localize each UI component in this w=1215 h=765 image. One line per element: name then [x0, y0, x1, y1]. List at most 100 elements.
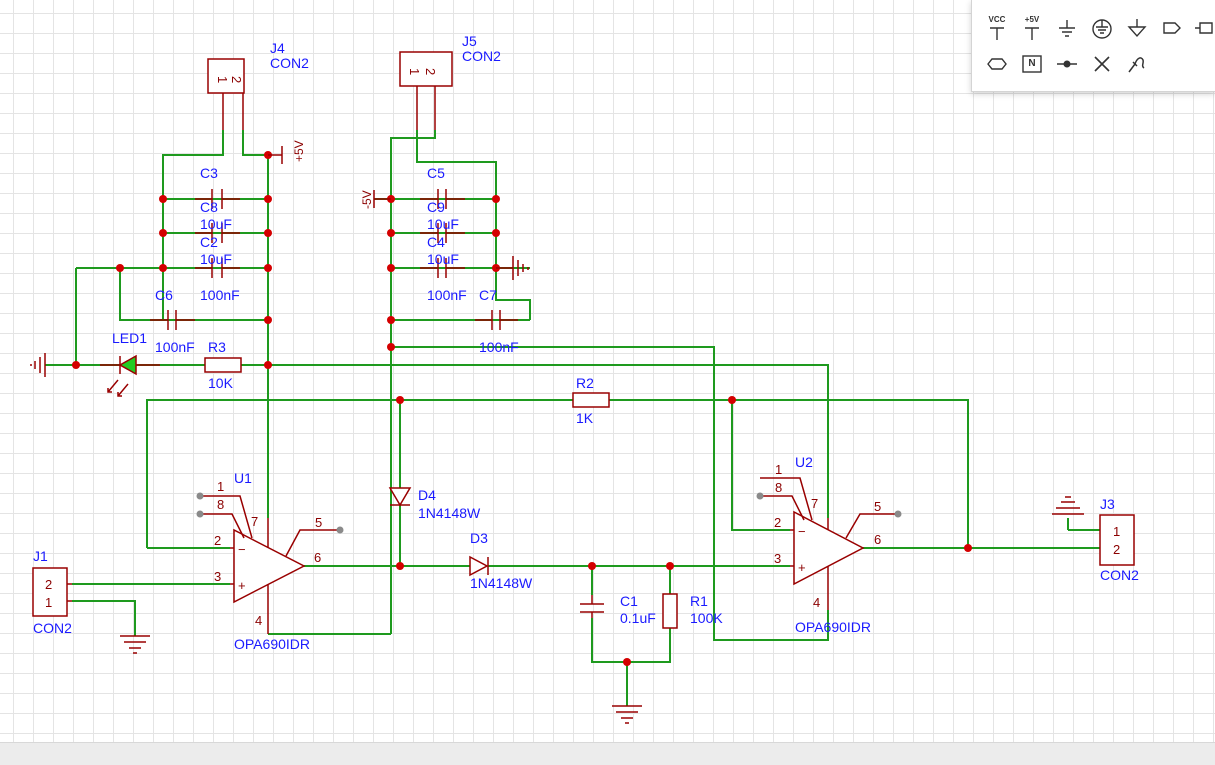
schematic-canvas[interactable]: 1 2 J4 CON2 +5V 1 2 J5 CON2 -5V C3 C8 10… — [0, 0, 1215, 742]
svg-text:0.1uF: 0.1uF — [620, 610, 656, 626]
minus5v-power-symbol[interactable]: -5V — [360, 190, 391, 209]
schematic-drawing[interactable]: 1 2 J4 CON2 +5V 1 2 J5 CON2 -5V C3 C8 10… — [0, 0, 1215, 742]
svg-text:6: 6 — [874, 532, 881, 547]
svg-text:−: − — [798, 524, 806, 539]
probe-icon — [1128, 57, 1145, 73]
vcc-icon — [990, 27, 1004, 40]
svg-text:4: 4 — [255, 613, 262, 628]
resistor-r1[interactable]: R1 100K — [662, 593, 723, 629]
svg-text:1: 1 — [45, 595, 52, 610]
junction-dots — [72, 151, 972, 666]
svg-text:−: − — [238, 542, 246, 557]
opamp-u2[interactable]: 1 8 7 5 2 3 6 4 − + U2 OPA690IDR — [756, 454, 902, 635]
svg-text:4: 4 — [813, 595, 820, 610]
net-port-out-tool[interactable] — [1157, 14, 1187, 42]
signal-ground-icon — [1127, 19, 1147, 38]
svg-text:R3: R3 — [208, 339, 226, 355]
svg-text:R1: R1 — [690, 593, 708, 609]
connector-j1[interactable]: 2 1 J1 CON2 — [32, 548, 72, 636]
svg-text:1: 1 — [775, 462, 782, 477]
ground-symbol-j3[interactable] — [1052, 496, 1084, 515]
plus5v-power-symbol[interactable]: +5V — [268, 140, 306, 164]
opamp-u1[interactable]: 1 8 7 5 2 3 6 4 − + U1 OPA690IDR — [196, 470, 344, 652]
net-label-tool[interactable]: N — [1017, 50, 1047, 78]
diode-d3[interactable]: D3 1N4148W — [469, 530, 533, 591]
svg-text:C1: C1 — [620, 593, 638, 609]
svg-text:2: 2 — [229, 76, 244, 83]
ground-symbol-j1[interactable] — [120, 635, 150, 654]
probe-tool[interactable] — [1122, 50, 1152, 78]
capacitor-c3[interactable]: C3 — [195, 165, 240, 209]
junction-icon — [1057, 60, 1077, 68]
svg-text:+5V: +5V — [292, 140, 306, 162]
vcc-tool[interactable]: VCC — [982, 14, 1012, 42]
svg-text:J4: J4 — [270, 40, 285, 56]
svg-text:100K: 100K — [690, 610, 723, 626]
svg-text:5: 5 — [315, 515, 322, 530]
capacitor-c1[interactable]: C1 0.1uF — [580, 593, 656, 626]
svg-text:C9: C9 — [427, 199, 445, 215]
svg-text:3: 3 — [774, 551, 781, 566]
svg-text:1K: 1K — [576, 410, 594, 426]
svg-text:10uF: 10uF — [427, 216, 459, 232]
earth-ground-tool[interactable] — [1087, 14, 1117, 42]
resistor-r3[interactable]: R3 10K — [204, 339, 242, 391]
svg-text:C3: C3 — [200, 165, 218, 181]
svg-text:1: 1 — [1113, 524, 1120, 539]
ground-symbol-c1[interactable] — [612, 705, 642, 724]
junction-tool[interactable] — [1052, 50, 1082, 78]
svg-text:+: + — [238, 578, 246, 593]
wiring-tool-palette: VCC +5V N — [971, 0, 1215, 92]
svg-text:CON2: CON2 — [462, 48, 501, 64]
net-port-in-tool[interactable] — [1192, 14, 1215, 42]
svg-text:2: 2 — [774, 515, 781, 530]
diode-d4[interactable]: D4 1N4148W — [388, 487, 481, 521]
svg-text:U1: U1 — [234, 470, 252, 486]
capacitor-c4[interactable]: C4 10uF 100nF — [420, 234, 467, 303]
ground-icon — [1059, 20, 1075, 37]
connector-j4[interactable]: 1 2 J4 CON2 — [207, 40, 309, 130]
led-led1[interactable]: LED1 — [100, 330, 160, 397]
svg-text:C4: C4 — [427, 234, 445, 250]
svg-text:2: 2 — [1113, 542, 1120, 557]
svg-text:C2: C2 — [200, 234, 218, 250]
capacitor-c7[interactable]: C7 100nF — [475, 287, 519, 355]
capacitor-c5[interactable]: C5 — [420, 165, 465, 209]
svg-text:2: 2 — [214, 533, 221, 548]
net-port-bi-tool[interactable] — [982, 50, 1012, 78]
ground-tool[interactable] — [1052, 14, 1082, 42]
svg-text:OPA690IDR: OPA690IDR — [795, 619, 871, 635]
svg-text:C5: C5 — [427, 165, 445, 181]
ground-symbol-c4[interactable] — [496, 256, 529, 280]
svg-text:8: 8 — [217, 497, 224, 512]
svg-text:5: 5 — [874, 499, 881, 514]
svg-text:CON2: CON2 — [270, 55, 309, 71]
svg-text:J1: J1 — [33, 548, 48, 564]
plus5v-tool[interactable]: +5V — [1017, 14, 1047, 42]
signal-ground-tool[interactable] — [1122, 14, 1152, 42]
svg-text:100nF: 100nF — [479, 339, 519, 355]
svg-text:2: 2 — [45, 577, 52, 592]
svg-text:C6: C6 — [155, 287, 173, 303]
net-port-bi-icon — [987, 58, 1007, 70]
wires[interactable] — [45, 130, 1100, 706]
svg-text:C7: C7 — [479, 287, 497, 303]
capacitor-c2[interactable]: C2 10uF 100nF — [195, 234, 240, 303]
svg-text:10K: 10K — [208, 375, 234, 391]
svg-text:100nF: 100nF — [427, 287, 467, 303]
capacitor-c9[interactable]: C9 10uF — [420, 199, 465, 243]
svg-text:1: 1 — [215, 76, 230, 83]
connector-j5[interactable]: 1 2 J5 CON2 — [399, 33, 501, 130]
capacitor-c6[interactable]: C6 100nF — [150, 287, 195, 355]
ground-symbol-led[interactable] — [30, 353, 46, 377]
svg-text:-5V: -5V — [360, 190, 374, 209]
capacitor-c8[interactable]: C8 10uF — [195, 199, 240, 243]
svg-text:1N4148W: 1N4148W — [418, 505, 481, 521]
svg-text:10uF: 10uF — [200, 251, 232, 267]
no-connect-tool[interactable] — [1087, 50, 1117, 78]
status-bar — [0, 742, 1215, 765]
svg-text:1: 1 — [407, 68, 422, 75]
svg-text:J3: J3 — [1100, 496, 1115, 512]
connector-j3[interactable]: 1 2 J3 CON2 — [1099, 496, 1139, 583]
resistor-r2[interactable]: R2 1K — [572, 375, 610, 426]
